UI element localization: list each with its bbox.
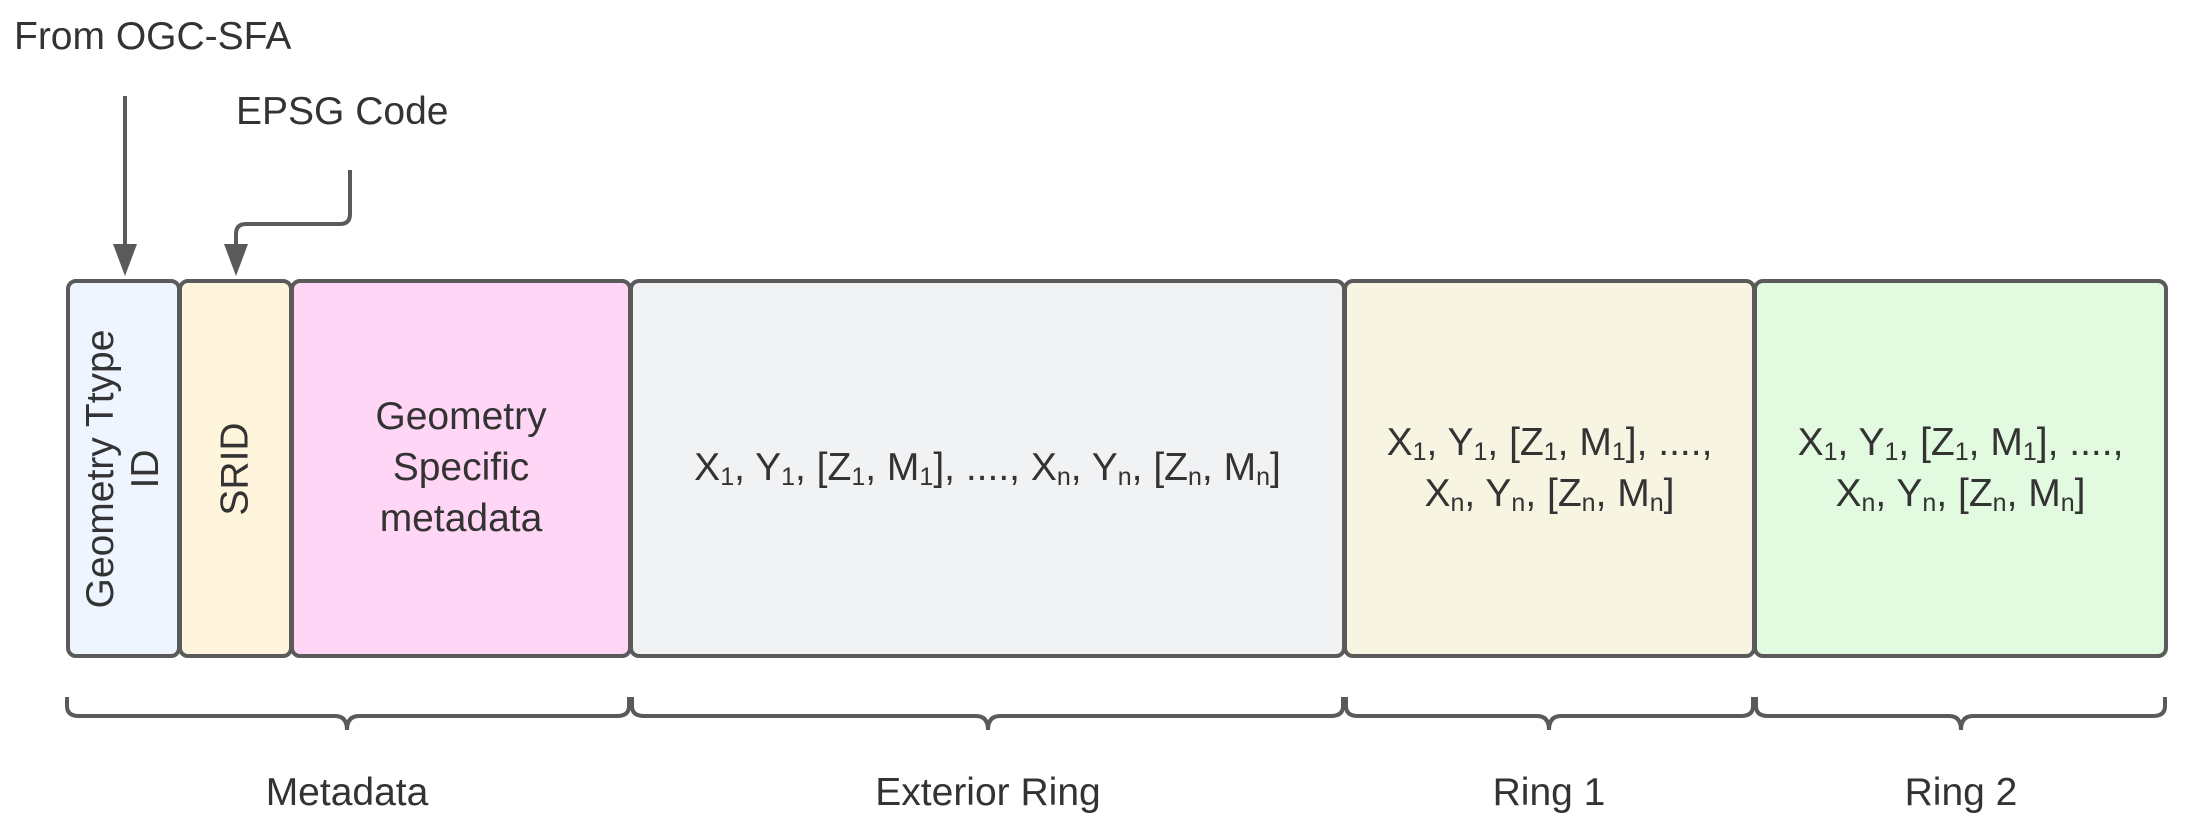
brace-exterior-ring bbox=[630, 697, 1345, 731]
geometry-type-id-text: Geometry Ttype ID bbox=[78, 329, 167, 608]
ogc-arrow-head bbox=[113, 244, 137, 276]
brace-metadata bbox=[65, 697, 631, 731]
exterior-ring-group-label: Exterior Ring bbox=[875, 771, 1101, 814]
metadata-group-label: Metadata bbox=[265, 771, 429, 814]
srid-box: SRID bbox=[178, 279, 293, 658]
geometry-type-id-box: Geometry Ttype ID bbox=[66, 279, 181, 658]
ring2-coords: X1, Y1, [Z1, M1], ...., Xn, Yn, [Zn, Mn] bbox=[1797, 420, 2124, 517]
brace-ring1 bbox=[1344, 697, 1755, 731]
geometry-specific-metadata-box: Geometry Specific metadata bbox=[290, 279, 632, 658]
exterior-ring-coords: X1, Y1, [Z1, M1], ...., Xn, Yn, [Zn, Mn] bbox=[694, 446, 1281, 492]
ring2-box: X1, Y1, [Z1, M1], ...., Xn, Yn, [Zn, Mn] bbox=[1753, 279, 2168, 658]
exterior-ring-box: X1, Y1, [Z1, M1], ...., Xn, Yn, [Zn, Mn] bbox=[629, 279, 1346, 658]
geometry-specific-metadata-text: Geometry Specific metadata bbox=[375, 395, 547, 540]
epsg-code-label: EPSG Code bbox=[236, 90, 449, 133]
epsg-arrow-head bbox=[224, 244, 248, 276]
ring2-group-label: Ring 2 bbox=[1904, 771, 2018, 814]
from-ogc-sfa-label: From OGC-SFA bbox=[14, 15, 292, 58]
ring1-box: X1, Y1, [Z1, M1], ...., Xn, Yn, [Zn, Mn] bbox=[1343, 279, 1756, 658]
ring1-group-label: Ring 1 bbox=[1492, 771, 1606, 814]
epsg-arrow-line bbox=[234, 170, 352, 250]
brace-ring2 bbox=[1754, 697, 2167, 731]
ring1-coords: X1, Y1, [Z1, M1], ...., Xn, Yn, [Zn, Mn] bbox=[1386, 420, 1713, 517]
srid-text: SRID bbox=[213, 421, 257, 516]
